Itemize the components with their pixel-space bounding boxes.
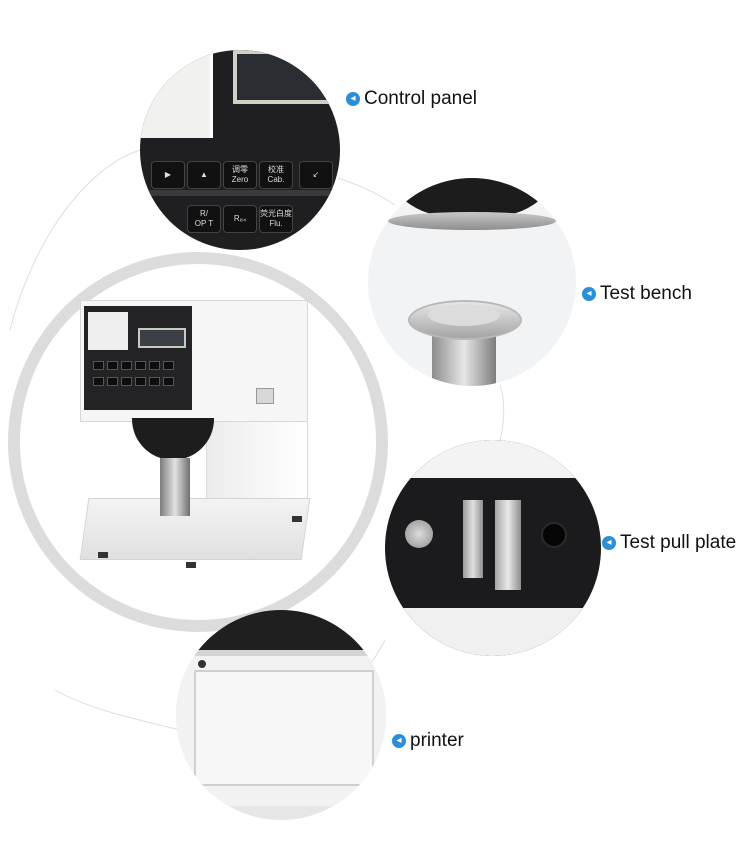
- machine-key: [108, 378, 117, 385]
- printer-paper-area: [140, 50, 213, 138]
- printer-dark-top: [176, 610, 386, 650]
- pull-plate-slot-left: [463, 500, 483, 578]
- callout-label: Test pull plate: [620, 532, 737, 553]
- plate-hole: [541, 522, 567, 548]
- key-op: R/OP T: [188, 206, 220, 232]
- machine-key: [164, 362, 173, 369]
- measuring-dome: [380, 178, 564, 216]
- machine-key: [164, 378, 173, 385]
- machine-key: [108, 362, 117, 369]
- dome-rim: [388, 212, 556, 230]
- machine-key: [94, 378, 103, 385]
- pull-plate-slot-right: [495, 500, 521, 590]
- callout-test-bench: ◂ Test bench: [582, 283, 692, 305]
- chevron-left-icon: ◂: [346, 92, 360, 106]
- callout-printer: ◂ printer: [392, 730, 464, 752]
- machine-lcd: [138, 328, 186, 348]
- machine-base: [79, 498, 311, 560]
- key-enter: ↙: [300, 162, 332, 188]
- key-up: ▲: [188, 162, 220, 188]
- test-pull-plate-detail: [385, 440, 601, 656]
- machine-key: [94, 362, 103, 369]
- callout-label: Control panel: [364, 88, 478, 109]
- machine-key: [136, 378, 145, 385]
- callout-control-panel: ◂ Control panel: [346, 88, 477, 110]
- machine-latch: [256, 388, 274, 404]
- machine-key: [122, 378, 131, 385]
- machine-foot: [186, 562, 196, 568]
- key-r84: R₈₄: [224, 206, 256, 232]
- machine-foot: [98, 552, 108, 558]
- key-right: ▶: [152, 162, 184, 188]
- plate-bottom-surface: [385, 608, 601, 656]
- printer-indicator: [198, 660, 206, 668]
- chevron-left-icon: ◂: [392, 734, 406, 748]
- panel-divider: [140, 190, 340, 196]
- plate-top-surface: [385, 440, 601, 478]
- chevron-left-icon: ◂: [602, 536, 616, 550]
- screw-icon: [405, 520, 433, 548]
- bench-disc-inner: [428, 304, 500, 326]
- lcd-display: [233, 50, 340, 104]
- machine-sample-post: [160, 458, 190, 516]
- test-bench-detail: [368, 178, 576, 386]
- callout-test-pull-plate: ◂ Test pull plate: [602, 532, 736, 554]
- chevron-left-icon: ◂: [582, 287, 596, 301]
- machine-key: [150, 362, 159, 369]
- machine-key: [136, 362, 145, 369]
- callout-label: printer: [410, 730, 464, 751]
- printer-detail: [176, 610, 386, 820]
- machine-key: [150, 378, 159, 385]
- machine-foot: [292, 516, 302, 522]
- machine-printer-slot: [88, 312, 128, 350]
- machine-key: [122, 362, 131, 369]
- printer-lid: [194, 670, 374, 786]
- callout-label: Test bench: [600, 283, 692, 304]
